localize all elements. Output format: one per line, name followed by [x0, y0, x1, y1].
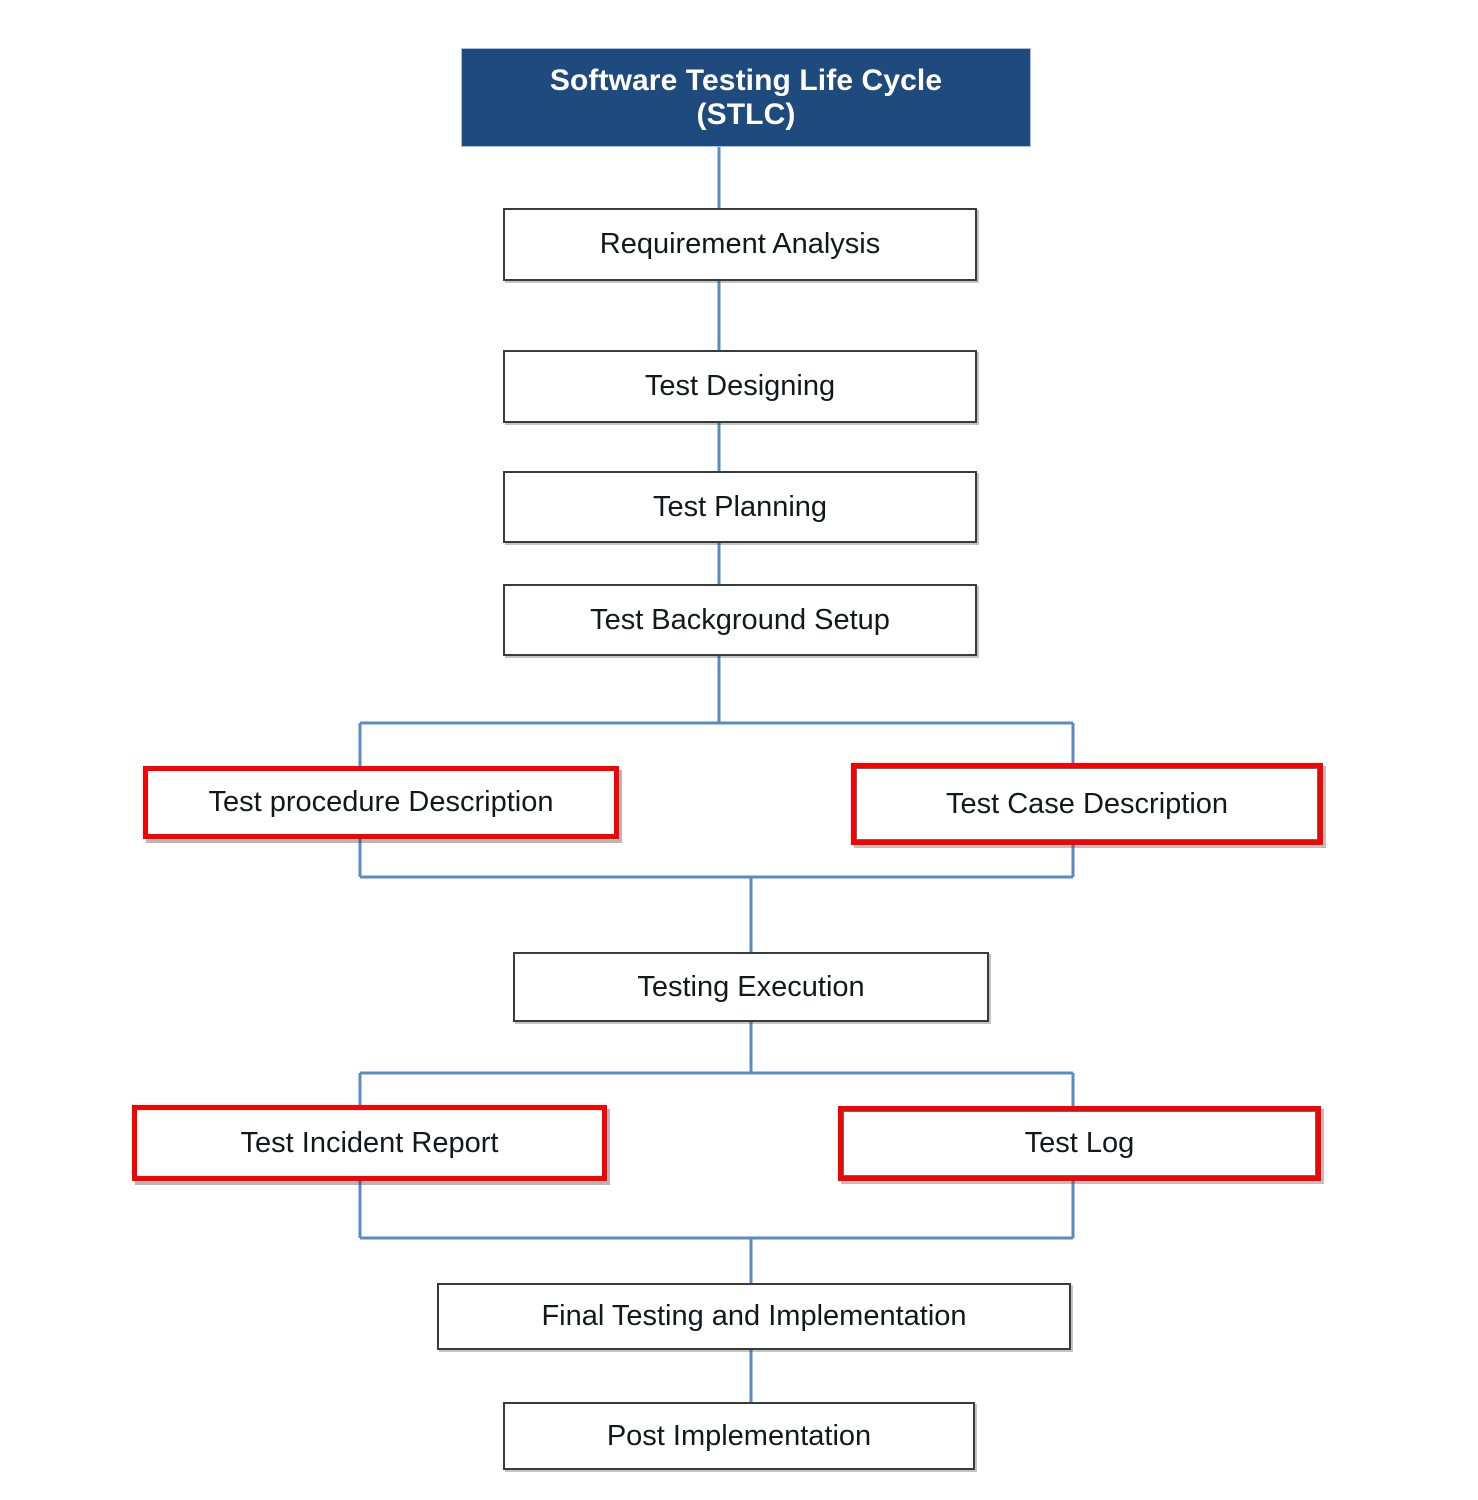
node-testing-execution[interactable]: Testing Execution: [513, 952, 989, 1022]
node-final-testing-implementation-label: Final Testing and Implementation: [541, 1300, 967, 1333]
node-test-background-setup[interactable]: Test Background Setup: [503, 584, 977, 656]
diagram-title-label: Software Testing Life Cycle (STLC): [549, 63, 943, 131]
node-test-procedure-description[interactable]: Test procedure Description: [143, 766, 619, 839]
node-test-incident-report[interactable]: Test Incident Report: [132, 1105, 607, 1181]
node-post-implementation[interactable]: Post Implementation: [503, 1402, 975, 1470]
node-final-testing-implementation[interactable]: Final Testing and Implementation: [437, 1283, 1071, 1350]
node-test-incident-report-label: Test Incident Report: [240, 1126, 499, 1159]
node-requirement-analysis[interactable]: Requirement Analysis: [503, 208, 977, 281]
node-test-case-description[interactable]: Test Case Description: [851, 763, 1323, 845]
diagram-title-box: Software Testing Life Cycle (STLC): [461, 48, 1031, 147]
node-post-implementation-label: Post Implementation: [606, 1419, 872, 1452]
node-test-background-setup-label: Test Background Setup: [590, 603, 890, 636]
node-testing-execution-label: Testing Execution: [637, 970, 865, 1003]
node-test-designing-label: Test Designing: [644, 370, 836, 403]
node-test-planning[interactable]: Test Planning: [503, 471, 977, 543]
node-test-log-label: Test Log: [1024, 1127, 1135, 1160]
node-test-planning-label: Test Planning: [652, 490, 828, 523]
node-test-log[interactable]: Test Log: [838, 1106, 1321, 1181]
node-requirement-analysis-label: Requirement Analysis: [599, 228, 881, 261]
node-test-procedure-description-label: Test procedure Description: [208, 786, 554, 819]
node-test-designing[interactable]: Test Designing: [503, 350, 977, 423]
node-test-case-description-label: Test Case Description: [945, 787, 1229, 820]
